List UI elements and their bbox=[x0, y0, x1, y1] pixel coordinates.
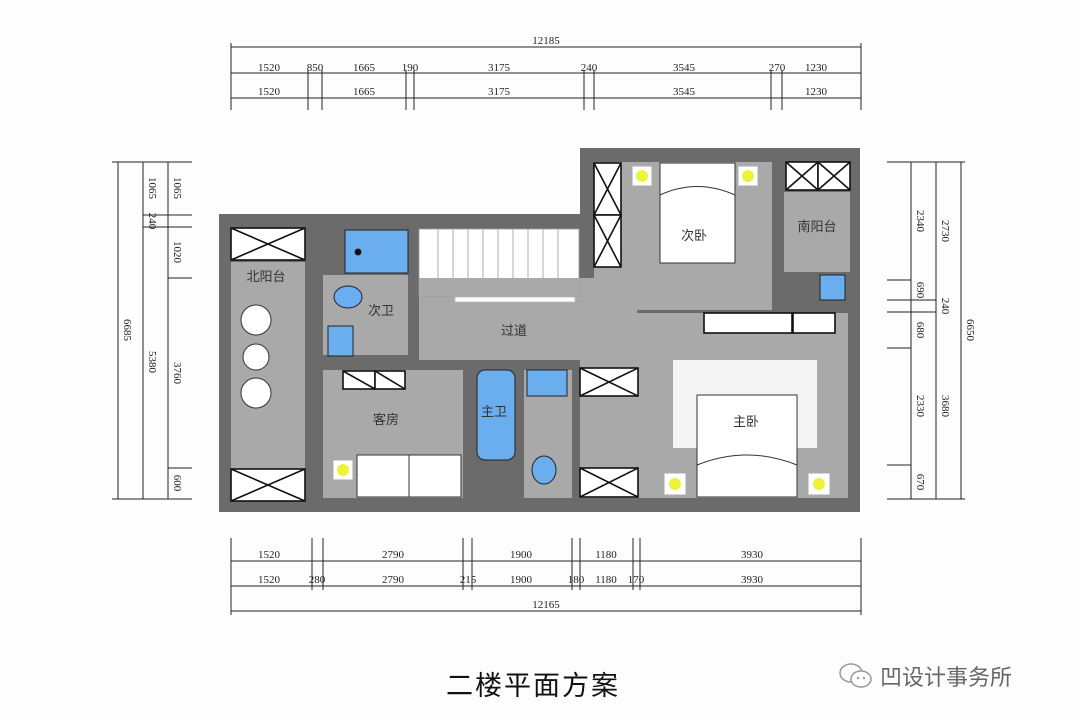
svg-text:3175: 3175 bbox=[488, 86, 511, 98]
svg-text:240: 240 bbox=[146, 213, 158, 230]
north-balcony-label: 北阳台 bbox=[246, 270, 285, 285]
svg-text:3930: 3930 bbox=[741, 574, 764, 586]
svg-text:1520: 1520 bbox=[258, 86, 281, 98]
south-balcony-floor bbox=[784, 192, 850, 272]
shower bbox=[344, 229, 409, 274]
svg-text:2790: 2790 bbox=[382, 574, 405, 586]
wardrobes bbox=[230, 161, 851, 502]
guest-room-label: 客房 bbox=[373, 412, 399, 428]
svg-text:1180: 1180 bbox=[595, 574, 617, 586]
svg-text:1065: 1065 bbox=[146, 177, 158, 200]
svg-text:12165: 12165 bbox=[532, 599, 560, 611]
south-balcony-label: 南阳台 bbox=[797, 219, 836, 235]
corridor-label: 过道 bbox=[501, 324, 527, 339]
wechat-icon bbox=[839, 663, 872, 688]
svg-text:1900: 1900 bbox=[510, 574, 533, 586]
svg-text:670: 670 bbox=[914, 474, 926, 491]
beds bbox=[356, 162, 817, 498]
svg-text:5380: 5380 bbox=[146, 351, 158, 374]
svg-text:3545: 3545 bbox=[673, 86, 696, 98]
svg-text:215: 215 bbox=[460, 574, 477, 586]
bathtub bbox=[476, 369, 516, 461]
svg-text:1520: 1520 bbox=[258, 549, 281, 561]
svg-text:3930: 3930 bbox=[741, 549, 764, 561]
balcony-furniture bbox=[240, 304, 272, 409]
svg-text:1230: 1230 bbox=[805, 62, 828, 74]
svg-text:2330: 2330 bbox=[914, 395, 926, 418]
svg-text:2340: 2340 bbox=[914, 210, 926, 233]
svg-text:270: 270 bbox=[769, 62, 786, 74]
lamps bbox=[332, 165, 831, 496]
svg-text:1520: 1520 bbox=[258, 62, 281, 74]
svg-text:6650: 6650 bbox=[964, 319, 976, 342]
svg-text:170: 170 bbox=[628, 574, 645, 586]
svg-text:12185: 12185 bbox=[532, 35, 560, 47]
room-labels: 北阳台 次卫 过道 客房 主卫 次卧 南阳台 主卧 bbox=[246, 219, 836, 430]
second-bedroom-label: 次卧 bbox=[681, 228, 707, 244]
master-bath-label: 主卫 bbox=[481, 405, 507, 420]
svg-text:1900: 1900 bbox=[510, 549, 533, 561]
svg-text:180: 180 bbox=[568, 574, 585, 586]
svg-text:1065: 1065 bbox=[171, 177, 183, 200]
svg-text:3545: 3545 bbox=[673, 62, 696, 74]
master-sink bbox=[526, 369, 568, 397]
toilet bbox=[333, 285, 363, 309]
second-bedroom-bed bbox=[659, 162, 736, 264]
svg-text:2730: 2730 bbox=[939, 220, 951, 243]
balcony-sink bbox=[819, 274, 846, 301]
master-bedroom-label: 主卧 bbox=[733, 415, 759, 430]
svg-text:1520: 1520 bbox=[258, 574, 281, 586]
watermark-text: 凹设计事务所 bbox=[880, 666, 1013, 691]
dimension-labels: 12185 1520 850 1665 190 3175 240 3545 27… bbox=[121, 35, 976, 611]
svg-text:2790: 2790 bbox=[382, 549, 405, 561]
svg-text:1230: 1230 bbox=[805, 86, 828, 98]
bath-fixtures bbox=[327, 229, 846, 485]
watermark: 凹设计事务所 bbox=[838, 660, 1012, 692]
svg-text:600: 600 bbox=[171, 475, 183, 492]
dimension-lines bbox=[112, 43, 965, 615]
north-balcony-floor bbox=[231, 262, 305, 470]
staircase bbox=[418, 228, 580, 303]
svg-text:1665: 1665 bbox=[353, 62, 376, 74]
plan-title: 二楼平面方案 bbox=[446, 671, 620, 702]
svg-text:280: 280 bbox=[309, 574, 326, 586]
svg-text:6685: 6685 bbox=[121, 319, 133, 342]
svg-text:240: 240 bbox=[581, 62, 598, 74]
sink bbox=[327, 325, 354, 357]
svg-text:680: 680 bbox=[914, 322, 926, 339]
svg-text:3760: 3760 bbox=[171, 362, 183, 385]
svg-text:850: 850 bbox=[307, 62, 324, 74]
svg-text:1180: 1180 bbox=[595, 549, 617, 561]
svg-text:190: 190 bbox=[402, 62, 419, 74]
master-bedroom-bed bbox=[696, 394, 798, 498]
svg-text:240: 240 bbox=[939, 298, 951, 315]
svg-text:3175: 3175 bbox=[488, 62, 511, 74]
svg-text:3680: 3680 bbox=[939, 395, 951, 418]
svg-text:1665: 1665 bbox=[353, 86, 376, 98]
svg-text:1020: 1020 bbox=[171, 241, 183, 264]
second-bath-label: 次卫 bbox=[368, 303, 394, 319]
master-toilet bbox=[531, 455, 557, 485]
svg-text:690: 690 bbox=[914, 282, 926, 299]
